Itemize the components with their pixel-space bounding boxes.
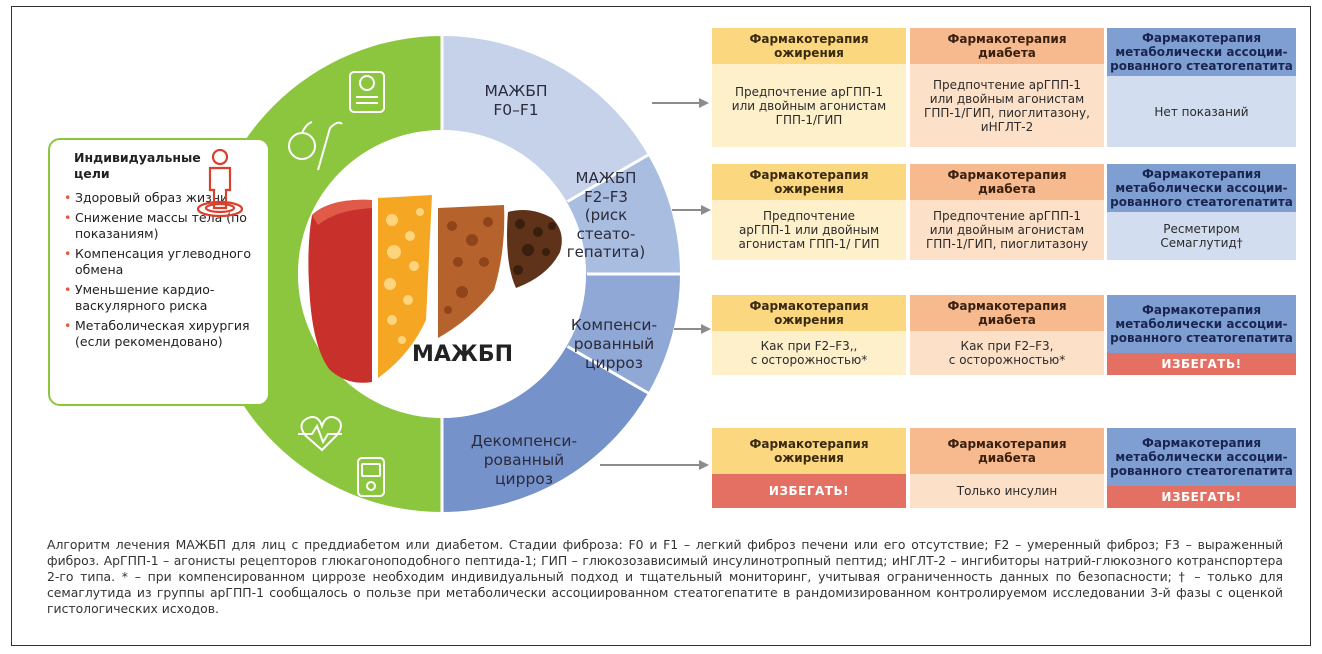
segment-label-line: рованный: [573, 335, 655, 353]
segment-label-compensated: Компенси- рованный цирроз: [559, 316, 669, 373]
segment-label-line: Компенси-: [570, 316, 658, 334]
center-label: МАЖБП: [412, 342, 514, 367]
segment-compensated: [566, 274, 680, 393]
person-target-icon: [196, 148, 244, 218]
avoid-badge: ИЗБЕГАТЬ!: [1107, 353, 1296, 375]
segment-label-line: стеато-: [576, 224, 636, 243]
segment-label-line: F2–F3: [584, 187, 628, 206]
goal-item: Уменьшение кардио-васкулярного риска: [64, 282, 260, 314]
segment-label-line: МАЖБП: [575, 169, 637, 187]
heart-rate-icon: [298, 416, 342, 452]
arrow-row-4: [600, 460, 709, 470]
segment-label-decompensated: Декомпенси- рованный цирроз: [464, 432, 584, 489]
segment-label-line: (риск: [584, 206, 628, 224]
fruit-vegetable-icon: [288, 121, 343, 171]
segment-label-line: МАЖБП: [484, 82, 548, 100]
segment-label-line: цирроз: [584, 354, 644, 372]
segment-f0-f1: [442, 36, 649, 202]
goal-item: Компенсация углеводного обмена: [64, 246, 260, 278]
segment-label-line: гепатита): [566, 243, 646, 261]
segment-label-line: Декомпенси-: [470, 432, 578, 450]
card-body: Как при F2–F3,с осторожностью*: [910, 331, 1104, 375]
glucometer-icon: [357, 457, 385, 497]
segment-label-f2-f3: МАЖБП F2–F3 (риск стеато- гепатита): [556, 169, 656, 262]
arrow-row-1: [652, 98, 709, 108]
card-body: Как при F2–F3,,с осторожностью*: [712, 331, 906, 375]
segment-f2-f3: [566, 155, 680, 274]
segment-separators: [440, 34, 682, 514]
segment-label-f0-f1: МАЖБП F0–F1: [476, 82, 556, 120]
goal-item: Метаболическая хирургия (если рекомендов…: [64, 318, 260, 350]
arrow-row-2: [672, 205, 711, 215]
segment-label-line: цирроз: [494, 470, 554, 488]
scale-icon: [349, 71, 385, 113]
card-body: Только инсулин: [910, 474, 1104, 508]
segment-decompensated: [442, 346, 649, 512]
arrow-row-3: [674, 324, 711, 334]
segment-label-line: F0–F1: [493, 101, 539, 119]
segment-label-line: рованный: [483, 451, 565, 469]
avoid-badge: ИЗБЕГАТЬ!: [712, 474, 906, 508]
liver-stages-image: [308, 195, 562, 383]
goal-item: Здоровый образ жизни: [64, 190, 260, 206]
goals-list: Здоровый образ жизни Снижение массы тела…: [64, 190, 260, 350]
individual-goals-box: Индивидуальные цели Здоровый образ жизни…: [48, 138, 270, 406]
figure-caption: Алгоритм лечения МАЖБП для лиц с преддиа…: [47, 537, 1283, 616]
goals-title: Индивидуальные цели: [74, 150, 201, 181]
card-body: Нет показаний: [1107, 76, 1296, 147]
avoid-badge: ИЗБЕГАТЬ!: [1107, 486, 1296, 508]
